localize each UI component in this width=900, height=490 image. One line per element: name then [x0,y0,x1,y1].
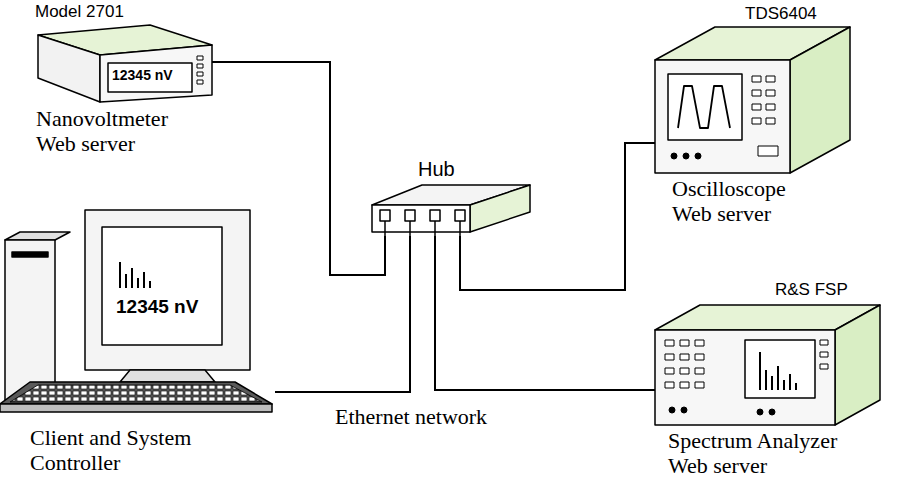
device-front [655,60,790,173]
control-buttons [671,76,778,159]
device-caption: Spectrum Analyzer Web server [668,428,868,479]
device-caption: Oscilloscope Web server [672,176,822,227]
spectrum-bars [760,352,796,390]
device-front [100,45,212,102]
model-label: Model 2701 [35,2,185,22]
model-label: R&S FSP [775,280,885,300]
nanovoltmeter-drawing [38,25,212,102]
oscilloscope-drawing [655,27,850,173]
network-label: Ethernet network [333,404,489,429]
keyboard-front [0,404,272,412]
port-stub [384,221,386,236]
device-side [835,305,880,425]
keyboard-top [0,382,272,404]
screen-reading: 12345 nV [116,296,220,318]
monitor-frame [85,210,250,370]
device-front [655,330,835,425]
tower-front [5,240,55,400]
computer-node: 12345 nV Client and System Controller [0,205,275,488]
hub-node: Hub [368,156,532,236]
hub-side [470,185,530,232]
tower-top [5,232,70,240]
monitor-stand [120,370,215,382]
device-side [38,35,100,102]
port [455,210,465,221]
spectrum-analyzer-drawing [655,305,880,425]
ethernet-cable [212,62,385,275]
monitor-screen [102,227,222,345]
port [405,210,415,221]
keyboard-keys [10,385,262,402]
port [430,210,440,221]
oscilloscope-node: TDS6404Oscilloscope Web server [655,0,895,236]
port-stub [459,221,461,236]
nanovoltmeter-node: Model 2701 12345 nV Nanovoltmeter Web serv… [28,0,212,168]
device-caption: Nanovoltmeter Web server [36,106,196,157]
port-stub [434,221,436,236]
model-label: TDS6404 [745,4,865,24]
ethernet-cable [435,236,655,390]
waveform [678,86,730,128]
hub-label: Hub [418,158,478,181]
port [380,210,390,221]
device-side [790,27,850,173]
display-reading: 12345 nV [112,67,194,83]
ethernet-cable [460,143,655,290]
analyzer-screen [745,340,815,398]
device-caption: Client and System Controller [30,425,205,476]
spectrum-analyzer-node: R&S FSP Spectrum Analyzer Web server [655,278,895,488]
drive-slot [12,252,48,257]
hub-front [372,205,470,232]
hub-drawing [372,185,530,236]
port-stub [409,221,411,236]
computer-drawing [0,210,272,412]
button [197,72,203,76]
button [197,56,203,60]
ethernet-cable [275,236,410,392]
control-buttons [665,340,828,415]
scope-screen [668,74,742,140]
button [197,80,203,84]
screen-bars [120,262,150,288]
button [197,64,203,68]
